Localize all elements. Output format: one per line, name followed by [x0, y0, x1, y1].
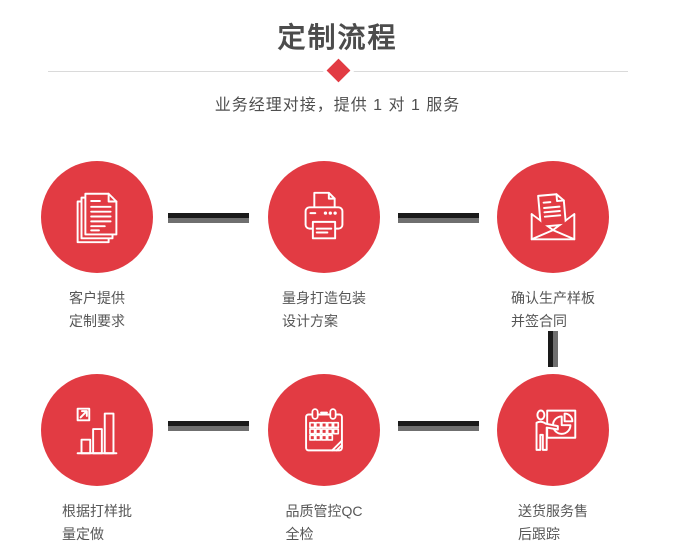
step-3-label-line1: 确认生产样板: [511, 290, 595, 306]
connector-step3-step6: [548, 331, 558, 367]
step-4-circle: [41, 374, 153, 486]
step-6-circle: [497, 374, 609, 486]
page-title: 定制流程: [277, 22, 398, 53]
step-2: 量身打造包装 设计方案: [249, 161, 399, 333]
step-1-label: 客户提供 定制要求: [22, 287, 172, 333]
step-2-label-line2: 设计方案: [282, 313, 338, 329]
step-5-label-line2: 全检: [285, 526, 314, 542]
step-3-circle: [497, 161, 609, 273]
step-5-label-line1: 品质管控QC: [285, 503, 363, 519]
step-5-circle: [268, 374, 380, 486]
step-6: 送货服务售 后跟踪: [478, 374, 628, 546]
step-4-label: 根据打样批 量定做: [22, 500, 172, 546]
page-subtitle: 业务经理对接，提供 1 对 1 服务: [214, 97, 461, 114]
envelope-icon: [530, 193, 576, 241]
step-2-label: 量身打造包装 设计方案: [249, 287, 399, 333]
step-4-label-line2: 量定做: [62, 526, 104, 542]
step-4: 根据打样批 量定做: [22, 374, 172, 546]
step-1-label-line1: 客户提供: [69, 290, 125, 306]
step-4-label-line1: 根据打样批: [62, 503, 132, 519]
step-3: 确认生产样板 并签合同: [478, 161, 628, 333]
step-5-label: 品质管控QC 全检: [249, 500, 399, 546]
connector-step5-step6: [398, 421, 479, 431]
connector-step2-step3: [398, 213, 479, 223]
bar-chart-icon: [76, 407, 118, 455]
step-5: 品质管控QC 全检: [249, 374, 399, 546]
calendar-icon: [305, 408, 343, 452]
step-3-label-line2: 并签合同: [511, 313, 567, 329]
documents-icon: [76, 192, 118, 244]
step-6-label: 送货服务售 后跟踪: [478, 500, 628, 546]
step-2-label-line1: 量身打造包装: [282, 290, 366, 306]
step-1-label-line2: 定制要求: [69, 313, 125, 329]
step-6-label-line1: 送货服务售: [518, 503, 588, 519]
step-3-label: 确认生产样板 并签合同: [478, 287, 628, 333]
step-2-circle: [268, 161, 380, 273]
diamond-icon: [322, 54, 355, 87]
presentation-icon: [535, 409, 577, 451]
printer-icon: [304, 191, 344, 240]
connector-step1-step2: [168, 213, 249, 223]
connector-step4-step5: [168, 421, 249, 431]
step-1-circle: [41, 161, 153, 273]
step-1: 客户提供 定制要求: [22, 161, 172, 333]
step-6-label-line2: 后跟踪: [518, 526, 560, 542]
